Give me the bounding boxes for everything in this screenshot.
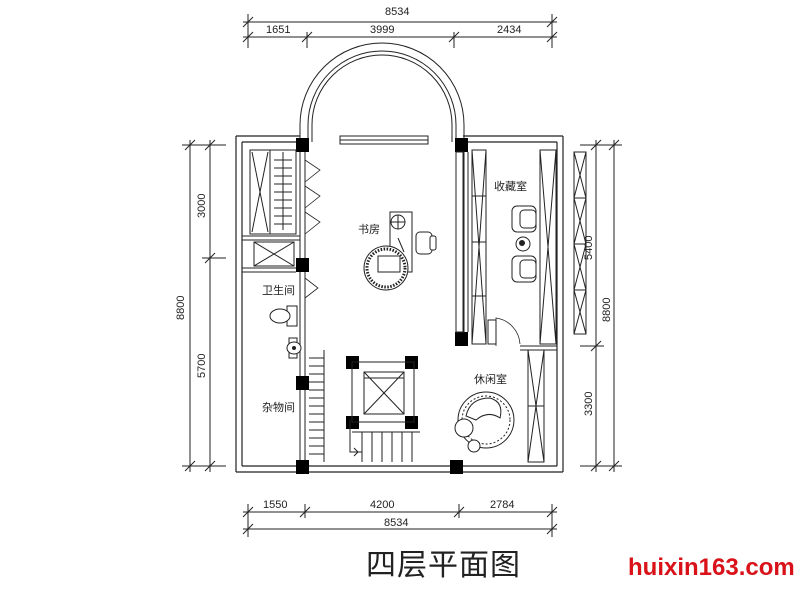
armchair-icon [511, 205, 537, 283]
exterior-walls [235, 135, 564, 473]
bay-window-arc [299, 42, 465, 142]
collection-cabinet [539, 149, 557, 345]
elevator-shaft [351, 361, 415, 423]
dim-bottom-seg3: 2784 [490, 499, 514, 511]
shaft [253, 241, 295, 267]
dim-top-seg3: 2434 [497, 24, 521, 36]
dim-bottom-seg1: 1550 [263, 499, 287, 511]
interior-walls [242, 152, 557, 460]
dimension-bottom [242, 504, 558, 537]
top-window [339, 135, 429, 145]
dim-top-seg2: 3999 [370, 24, 394, 36]
dimension-left [182, 139, 226, 472]
dim-bottom-total: 8534 [384, 517, 408, 529]
sink-icon [286, 337, 302, 359]
office-chair-icon [415, 231, 437, 255]
room-label-storage: 杂物间 [262, 400, 295, 414]
room-label-bathroom: 卫生间 [262, 283, 295, 297]
lounge-round-sofa [454, 391, 515, 453]
wardrobe [249, 149, 297, 235]
room-label-study: 书房 [358, 223, 380, 236]
dim-left-seg2: 5700 [196, 354, 208, 378]
dim-right-seg2: 3300 [583, 392, 595, 416]
display-shelf [455, 149, 497, 345]
watermark: huixin163.com [628, 554, 795, 581]
dim-left-total: 8800 [175, 296, 187, 320]
collection-door [495, 317, 521, 346]
room-label-collection: 收藏室 [494, 179, 527, 193]
round-rug [363, 245, 409, 291]
structural-columns [296, 138, 468, 474]
dim-left-seg1: 3000 [196, 194, 208, 218]
closet-doors [304, 159, 321, 299]
toilet-icon [269, 305, 298, 327]
dim-top-seg1: 1651 [266, 24, 290, 36]
side-table-icon [515, 236, 531, 252]
dimension-right [580, 139, 622, 472]
staircase [309, 350, 420, 462]
room-label-lounge: 休闲室 [474, 372, 507, 386]
lounge-cabinet [527, 349, 545, 463]
plan-title: 四层平面图 [366, 548, 521, 583]
exterior-shelf [573, 151, 587, 335]
dimension-top [242, 14, 558, 48]
dim-bottom-seg2: 4200 [370, 499, 394, 511]
dim-right-total: 8800 [601, 298, 613, 322]
dim-top-total: 8534 [385, 6, 409, 18]
